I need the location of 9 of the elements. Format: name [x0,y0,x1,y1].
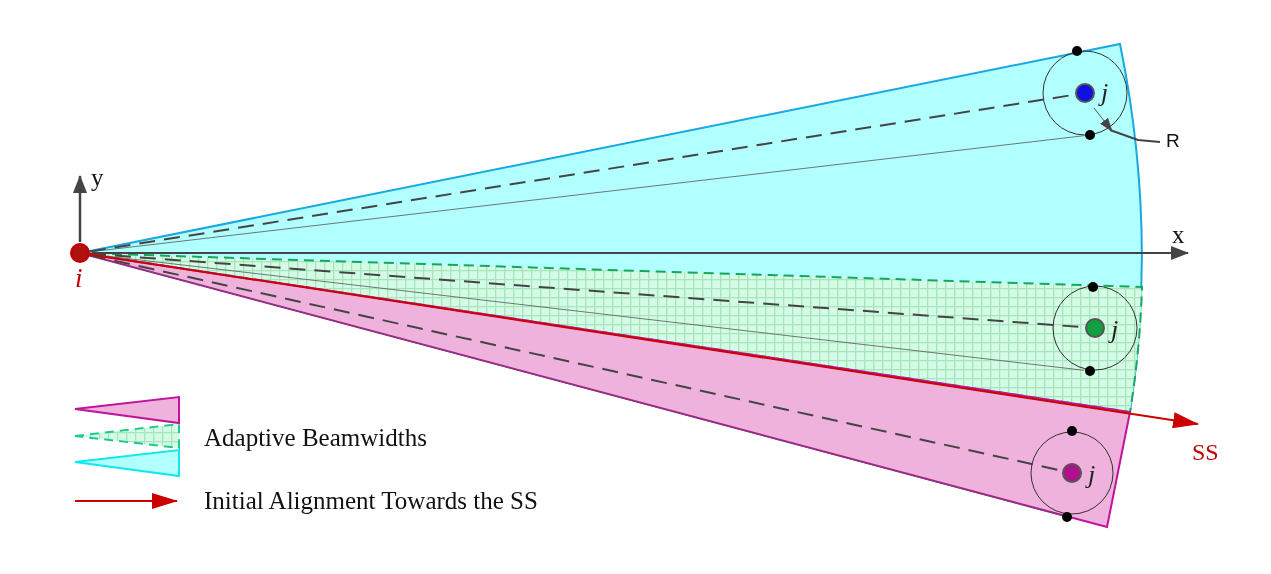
dashed-line [1109,129,1161,143]
node-label: i [75,265,83,292]
legend-text: Initial Alignment Towards the SS [204,488,538,513]
radius-arrow [1093,107,1113,132]
axis-label: x [1172,222,1185,247]
node-label: SS [1192,440,1219,464]
legend-text: Adaptive Beamwidths [204,425,427,450]
node-label: R [1166,131,1180,150]
axis-label: y [91,165,104,190]
